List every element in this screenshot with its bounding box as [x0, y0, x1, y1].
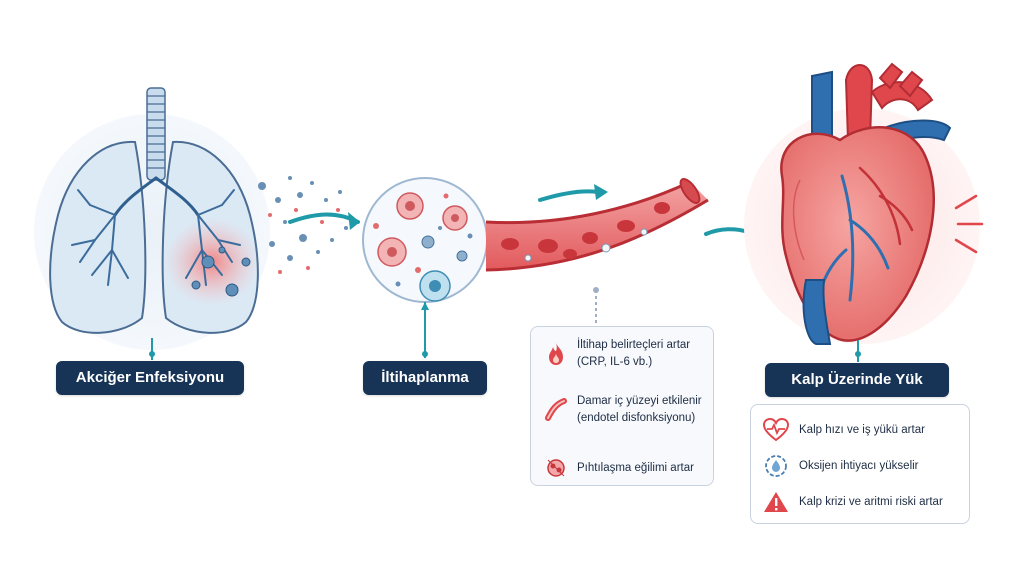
- virus-cluster: [191, 246, 251, 297]
- blood-vessel-illustration: [485, 178, 709, 272]
- pain-indicator-icon: [954, 194, 984, 254]
- vessel-effect-line2: (CRP, IL-6 vb.): [577, 356, 653, 368]
- arrow-vessel-flow: [538, 189, 600, 202]
- heart-effects-panel: Kalp hızı ve iş yükü artar Oksijen ihtiy…: [750, 404, 970, 524]
- heart-effect-item: Kalp krizi ve aritmi riski artar: [761, 487, 969, 517]
- heart-burden-label: Kalp Üzerinde Yük: [765, 363, 949, 397]
- lung-illustration: [34, 87, 270, 350]
- heart-pulse-icon: [761, 415, 791, 445]
- vessel-effect-item: İltihap belirteçleri artar (CRP, IL-6 vb…: [541, 337, 713, 371]
- clot-icon: [541, 453, 571, 483]
- heart-effect-text: Kalp hızı ve iş yükü artar: [799, 423, 925, 436]
- vessel-effect-item: Damar iç yüzeyi etkilenir (endotel disfo…: [541, 393, 713, 427]
- vessel-effect-line2: (endotel disfonksiyonu): [577, 412, 696, 424]
- vessel-effect-line1: Damar iç yüzeyi etkilenir: [577, 395, 702, 407]
- arrow-vessel-to-heart: [704, 227, 750, 236]
- flame-icon: [541, 339, 571, 369]
- vessel-effect-line1: Pıhtılaşma eğilimi artar: [577, 461, 694, 474]
- spreading-particles: [258, 176, 348, 274]
- heart-effect-text: Kalp krizi ve aritmi riski artar: [799, 495, 943, 508]
- heart-illustration: [744, 62, 984, 345]
- arrow-head-icon: [594, 184, 608, 200]
- inflammation-label: İltihaplanma: [363, 361, 487, 395]
- connector-dot: [593, 287, 599, 293]
- arrow-lung-to-inflammation: [288, 212, 360, 224]
- heart-effect-item: Kalp hızı ve iş yükü artar: [761, 415, 969, 445]
- heart-effect-text: Oksijen ihtiyacı yükselir: [799, 459, 919, 472]
- vessel-effect-line1: İltihap belirteçleri artar: [577, 339, 691, 351]
- connector-dot: [422, 351, 428, 357]
- inflammation-illustration: [362, 177, 488, 303]
- vessel-effect-item: Pıhtılaşma eğilimi artar: [541, 453, 713, 483]
- arrow-head-icon: [348, 212, 360, 230]
- lung-infection-label: Akciğer Enfeksiyonu: [56, 361, 244, 395]
- oxygen-drop-icon: [761, 451, 791, 481]
- connector-dot: [855, 351, 861, 357]
- heart-effect-item: Oksijen ihtiyacı yükselir: [761, 451, 969, 481]
- warning-icon: [761, 487, 791, 517]
- arrow-head-icon: [421, 302, 429, 310]
- connector-dot: [149, 351, 155, 357]
- vessel-wall-icon: [541, 395, 571, 425]
- vessel-effects-panel: İltihap belirteçleri artar (CRP, IL-6 vb…: [530, 326, 714, 486]
